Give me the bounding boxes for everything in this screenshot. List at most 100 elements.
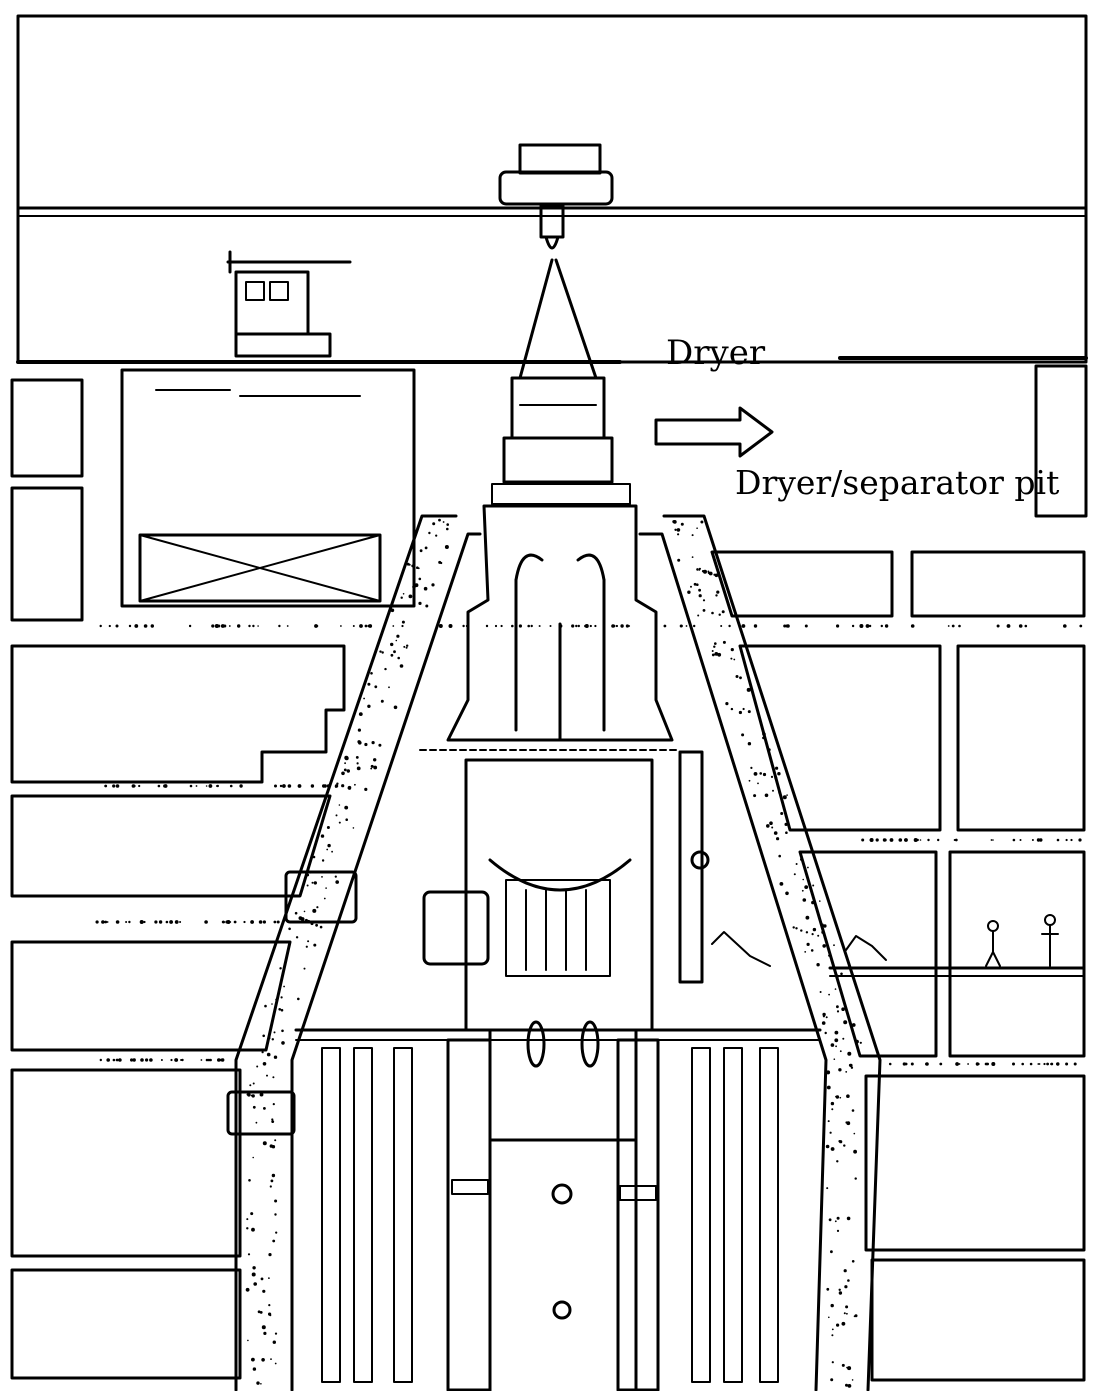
concrete-speckle: [853, 1149, 857, 1154]
crane-trolley-body: [498, 170, 614, 206]
concrete-speckle: [851, 1109, 855, 1112]
concrete-speckle: [334, 875, 337, 878]
sling-right: [554, 258, 598, 380]
vent-pipes: [321, 1047, 779, 1383]
concrete-speckle: [845, 1305, 849, 1309]
concrete-speckle: [356, 766, 361, 771]
concrete-speckle: [838, 1288, 841, 1292]
concrete-speckle: [271, 1145, 276, 1149]
concrete-speckle: [310, 922, 314, 926]
concrete-speckle: [703, 569, 707, 574]
concrete-speckle: [125, 921, 128, 923]
concrete-speckle: [438, 518, 441, 522]
concrete-speckle: [774, 776, 778, 780]
concrete-speckle: [1039, 838, 1043, 842]
concrete-speckle: [263, 1107, 266, 1110]
concrete-speckle: [841, 1363, 845, 1367]
concrete-speckle: [812, 884, 815, 887]
concrete-speckle: [747, 710, 751, 714]
worker-1-head: [987, 920, 999, 932]
storage-rack-cross-2: [139, 534, 381, 602]
concrete-speckle: [834, 1038, 839, 1043]
concrete-speckle: [258, 920, 263, 924]
concrete-speckle: [465, 624, 468, 628]
concrete-speckle: [276, 920, 280, 924]
concrete-speckle: [145, 1058, 149, 1062]
concrete-speckle: [312, 908, 317, 913]
concrete-speckle: [951, 624, 955, 628]
left-room-2: [10, 486, 84, 622]
right-room-3: [738, 644, 942, 832]
machine-cab: [234, 270, 310, 336]
concrete-speckle: [401, 620, 405, 624]
concrete-speckle: [115, 1058, 119, 1062]
concrete-speckle: [702, 609, 706, 612]
concrete-speckle: [99, 1058, 103, 1062]
concrete-speckle: [313, 943, 317, 947]
concrete-speckle: [910, 1062, 914, 1066]
crane-trolley-top: [518, 143, 602, 175]
concrete-speckle: [836, 624, 840, 628]
concrete-speckle: [831, 1328, 834, 1331]
concrete-speckle: [392, 625, 395, 627]
concrete-speckle: [826, 1187, 829, 1190]
concrete-speckle: [830, 1147, 835, 1151]
concrete-speckle: [243, 920, 246, 924]
concrete-speckle: [320, 834, 325, 838]
concrete-speckle: [851, 1379, 854, 1381]
concrete-speckle: [250, 1212, 254, 1216]
concrete-speckle: [262, 1289, 266, 1293]
concrete-speckle: [1012, 838, 1016, 842]
concrete-speckle: [843, 1020, 848, 1025]
concrete-speckle: [283, 985, 285, 988]
vent-right-3: [759, 1047, 779, 1383]
concrete-speckle: [118, 1058, 122, 1062]
concrete-speckle: [326, 784, 331, 788]
left-room-6: [10, 1068, 242, 1258]
concrete-speckle: [413, 565, 416, 568]
concrete-speckle: [836, 1229, 840, 1232]
concrete-speckle: [849, 1063, 853, 1068]
concrete-speckle: [991, 1062, 996, 1066]
concrete-speckle: [747, 742, 752, 746]
concrete-speckle: [134, 624, 139, 628]
concrete-speckle: [672, 520, 677, 524]
concrete-speckle: [757, 782, 759, 785]
concrete-speckle: [828, 1316, 830, 1319]
concrete-speckle: [698, 594, 702, 598]
concrete-speckle: [446, 523, 450, 526]
containment-walls: [234, 514, 882, 1391]
concrete-speckle: [180, 1059, 183, 1061]
concrete-speckle: [374, 685, 378, 689]
concrete-speckle: [399, 664, 404, 668]
concrete-speckle: [868, 624, 872, 628]
concrete-speckle: [280, 1008, 284, 1012]
concrete-speckle: [854, 1177, 857, 1180]
vent-right-2: [723, 1047, 743, 1383]
concrete-speckle: [115, 624, 119, 628]
concrete-speckle: [245, 1287, 250, 1292]
concrete-speckle: [306, 873, 310, 877]
concrete-speckle: [431, 583, 435, 587]
concrete-speckle: [733, 658, 736, 661]
concrete-speckle: [990, 839, 993, 841]
concrete-speckle: [831, 1334, 834, 1337]
concrete-speckle: [246, 1218, 249, 1221]
concrete-speckle: [847, 1279, 850, 1282]
concrete-speckle: [677, 533, 680, 536]
concrete-speckle: [251, 1272, 256, 1277]
concrete-speckle: [268, 1304, 271, 1307]
concrete-speckle: [722, 640, 726, 644]
concrete-speckle: [741, 733, 745, 737]
concrete-speckle: [435, 534, 438, 537]
concrete-speckle: [851, 1260, 855, 1263]
concrete-speckle: [143, 624, 148, 628]
concrete-speckle: [211, 624, 215, 628]
concrete-speckle: [748, 779, 751, 782]
concrete-speckle: [795, 863, 798, 865]
concrete-speckle: [847, 1384, 852, 1388]
concrete-speckle: [428, 531, 431, 535]
concrete-speckle: [1012, 1062, 1015, 1066]
concrete-speckle: [772, 789, 774, 792]
concrete-speckle: [209, 1058, 212, 1062]
